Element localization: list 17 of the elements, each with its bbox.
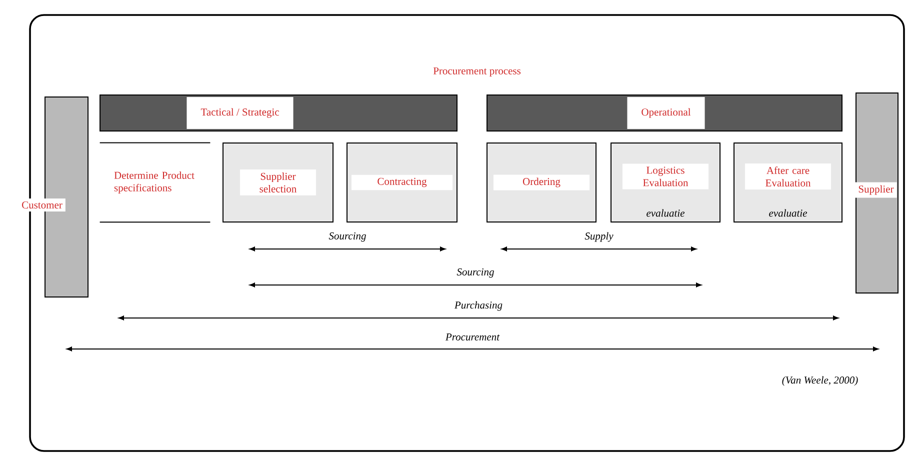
process-step: Determine Product specifications [99, 142, 211, 223]
party-bar: Supplier [855, 92, 898, 294]
party-bar: Customer [18, 96, 89, 298]
process-box: Contracting [346, 142, 458, 222]
process-box: Supplier selection [222, 142, 334, 222]
range-label: Purchasing [454, 301, 502, 311]
range-label: Sourcing [456, 268, 494, 278]
level-band: Tactical / Strategic [100, 94, 458, 132]
title: Procurement process [433, 67, 520, 77]
process-box: Ordering [486, 142, 596, 222]
range-label: Sourcing [328, 232, 366, 242]
level-band: Operational [486, 94, 842, 132]
range-label: Procurement [445, 334, 500, 340]
process-box: After care Evaluation evaluatie [734, 142, 842, 222]
process-box: Logistics Evaluation evaluatie [610, 142, 720, 222]
caption: (Van Weele, 2000) [782, 376, 858, 386]
range-label: Supply [584, 232, 614, 242]
